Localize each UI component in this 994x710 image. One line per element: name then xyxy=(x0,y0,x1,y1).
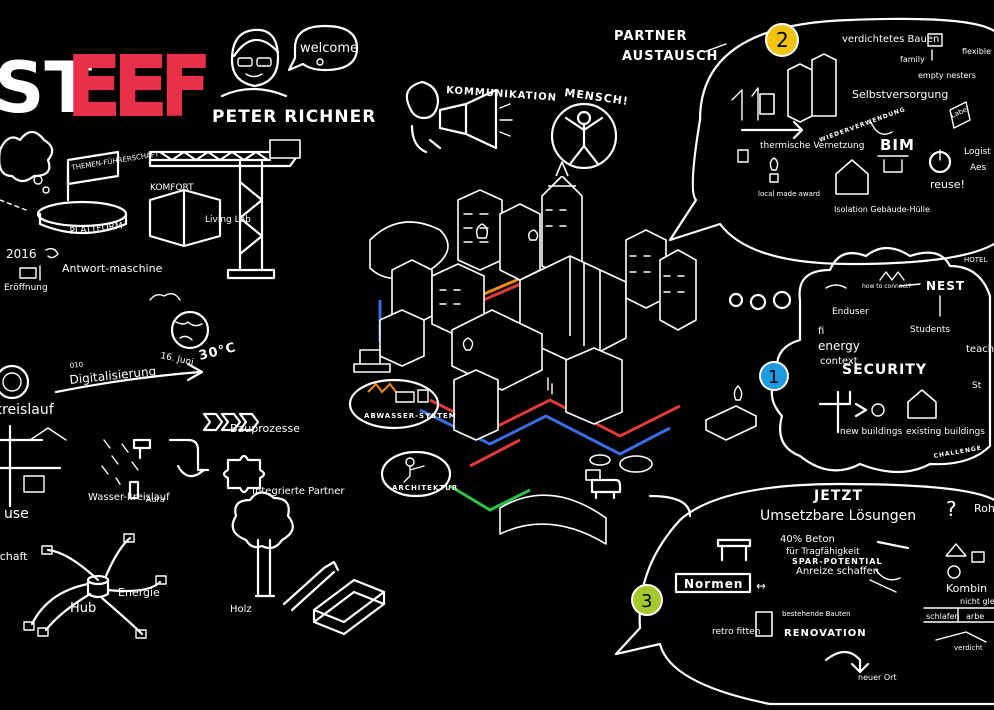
left-column: THEMEN-FÜHRERSCHAFT PLATTFORM 2016 Eröff… xyxy=(0,130,386,639)
family-label: family xyxy=(900,55,925,64)
kombi-label: Kombin xyxy=(946,582,987,595)
context-label: context xyxy=(820,356,858,367)
verdicht-label: verdicht xyxy=(954,644,983,652)
nest-label: NEST xyxy=(926,279,965,293)
students-label: Students xyxy=(910,325,950,335)
new-buildings-label: new buildings xyxy=(840,427,903,437)
city-illustration xyxy=(353,161,757,545)
welcome-speech-bubble: welcome xyxy=(287,24,359,72)
bubble-2-title-2: AUSTAUSCH xyxy=(622,49,718,64)
st-label: St xyxy=(972,381,982,391)
logist-label: Logist xyxy=(964,147,991,157)
speaker-portrait xyxy=(220,28,288,98)
energy-label: energy xyxy=(818,339,860,353)
bubble-3: 3 JETZT Umsetzbare Lösungen 40% Beton fü… xyxy=(614,482,994,706)
anreize-label: Anreize schaffen xyxy=(796,566,879,577)
retro-label: retro fitten xyxy=(712,627,760,637)
aes-label: Aes xyxy=(970,163,987,173)
verdichtetes-label: verdichtetes Bauen xyxy=(842,34,939,45)
normen-arrow: ↔ xyxy=(756,579,766,593)
holz-label: Holz xyxy=(230,604,252,615)
bubble-3-number: 3 xyxy=(641,591,652,612)
abwasser-badge: ABWASSER-SYSTEM xyxy=(348,378,457,430)
aura-label: Aura xyxy=(146,495,165,504)
logo: ST EEF xyxy=(0,40,210,134)
label-label: Label xyxy=(950,105,971,120)
speaker-name: PETER RICHNER xyxy=(212,107,376,127)
komfort-label: KOMFORT xyxy=(150,183,194,193)
jetzt-label: JETZT xyxy=(813,488,863,504)
security-label: SECURITY xyxy=(842,362,927,378)
bubble-1: 1 how to connect? Enduser NEST Students … xyxy=(759,246,994,474)
bubble-2: PARTNER AUSTAUSCH 2 verdichtetes Bauen f… xyxy=(614,17,994,266)
bubble-1-number-badge xyxy=(759,361,789,391)
trag-label: für Tragfähigkeit xyxy=(786,547,860,557)
temp-label: 30°C xyxy=(197,340,238,364)
selbst-label: Selbstversorgung xyxy=(852,88,948,101)
existing-buildings-label: existing buildings xyxy=(906,427,985,437)
plattform-label: PLATTFORM xyxy=(69,221,123,237)
bubble-3-number-badge xyxy=(631,584,663,616)
kommunikation-icon xyxy=(405,80,513,154)
abwasser-label: ABWASSER-SYSTEM xyxy=(364,412,457,420)
architektur-label: ARCHITEKTUR xyxy=(392,484,458,492)
teach-label: teach xyxy=(966,344,994,355)
question-mark: ? xyxy=(946,497,957,521)
bauprozesse-label: Bauprozesse xyxy=(230,422,300,435)
schlafen-label: schlafen xyxy=(926,612,960,621)
nicht-label: nicht gle xyxy=(960,597,994,606)
welcome-text: welcome xyxy=(300,41,358,56)
neuer-label: neuer Ort xyxy=(858,673,897,682)
local-label: local made award xyxy=(758,190,820,198)
binary-label: 010 xyxy=(69,361,83,370)
haus-label: use xyxy=(4,506,29,522)
bubble-1-logo: fi xyxy=(818,326,824,337)
renovation-label: RENOVATION xyxy=(784,628,867,639)
bubble-2-title-1: PARTNER xyxy=(614,29,687,44)
flexible-label: flexible mod. Raum xyxy=(962,47,994,56)
living-lab-label: Living Lab xyxy=(205,215,251,225)
bestehende-label: bestehende Bauten xyxy=(782,610,851,618)
bubble-2-number: 2 xyxy=(776,28,789,52)
isolation-label: Isolation Gebäude-Hülle xyxy=(834,205,930,214)
arbe-label: arbe xyxy=(966,612,984,621)
bim-label: BIM xyxy=(880,136,915,154)
enduser-label: Enduser xyxy=(832,307,869,317)
kommunikation-label: KOMMUNIKATION xyxy=(446,85,558,104)
reuse-label: reuse! xyxy=(930,178,965,191)
normen-label: Normen xyxy=(684,577,743,591)
empty-nesters-label: empty nesters xyxy=(918,71,976,80)
energie-label: Energie xyxy=(118,586,160,599)
spar-label: SPAR-POTENTIAL xyxy=(792,557,883,566)
integrierte-label: Integrierte Partner xyxy=(252,486,345,497)
dots-trail xyxy=(728,290,792,311)
kreislauf-label: kreislauf xyxy=(0,402,55,418)
bubble-2-number-badge xyxy=(765,23,799,57)
mensch-icon xyxy=(550,102,618,170)
antwort-label: Antwort-maschine xyxy=(62,262,163,275)
roh-label: Roh xyxy=(974,502,994,515)
schaft-label: schaft xyxy=(0,550,28,563)
bubble-1-number: 1 xyxy=(768,367,779,388)
hub-label: Hub xyxy=(70,601,96,616)
architektur-badge: ARCHITEKTUR xyxy=(380,450,458,498)
logo-fragment: ST xyxy=(0,47,92,129)
umsetzbar-label: Umsetzbare Lösungen xyxy=(760,508,916,524)
eroeffnung-label: Eröffnung xyxy=(4,283,48,293)
thermische-label: thermische Vernetzung xyxy=(760,141,864,151)
hotel-label: HOTEL xyxy=(964,256,987,264)
beton-label: 40% Beton xyxy=(780,534,835,545)
bubble-1-question: how to connect? xyxy=(862,283,911,290)
cow-icon xyxy=(590,478,622,500)
year-label: 2016 xyxy=(6,247,37,261)
logo-accent: EEF xyxy=(70,44,206,130)
